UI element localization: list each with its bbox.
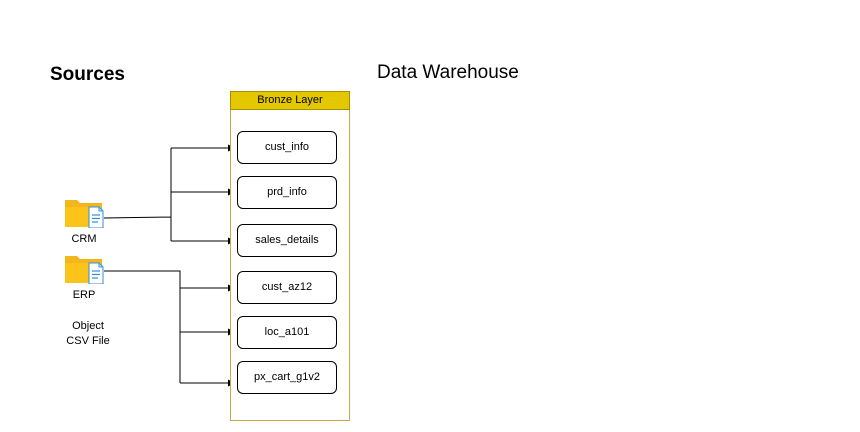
table-sales-details: sales_details [237,224,337,257]
bronze-layer-header: Bronze Layer [230,91,350,110]
legend-line-object: Object [72,320,104,332]
object-type-legend: Object CSV File [45,319,131,349]
table-px-cart-g1v2: px_cart_g1v2 [237,361,337,394]
legend-line-csv-file: CSV File [66,335,110,347]
source-label-crm: CRM [71,233,97,245]
table-cust-info: cust_info [237,131,337,164]
erp-trunk-line [104,270,181,383]
table-loc-a101: loc_a101 [237,316,337,349]
crm-folder-document-icon [65,200,104,228]
erp-folder-document-icon [65,256,104,284]
source-label-erp: ERP [72,289,96,301]
table-prd-info: prd_info [237,176,337,209]
sources-title: Sources [50,64,125,85]
table-cust-az12: cust_az12 [237,271,337,304]
crm-trunk-line [103,148,172,241]
data-warehouse-title: Data Warehouse [377,62,519,83]
